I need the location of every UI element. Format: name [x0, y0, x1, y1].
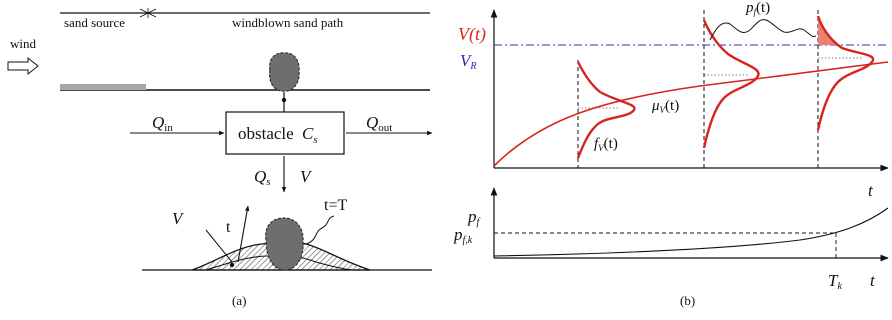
obstacle-buried-icon — [265, 217, 304, 271]
v-of-t-label: V(t) — [458, 24, 486, 45]
panel-a: sand source windblown sand path wind obs… — [7, 8, 433, 308]
f-v-label: fV(t) — [594, 136, 618, 153]
pfk-label: pf,k — [453, 225, 473, 246]
pf-of-t-label: pf(t) — [745, 0, 770, 17]
top-x-axis-label: t — [868, 181, 874, 200]
obstacle-label: obstacle Cs — [238, 124, 318, 146]
mu-v-label: μV(t) — [651, 98, 679, 115]
pf-axis-label: pf — [467, 207, 481, 228]
vr-label: VR — [460, 51, 477, 72]
v-arrow-label: V — [300, 167, 313, 186]
windblown-path-label: windblown sand path — [232, 15, 344, 30]
v-deposit-leader — [205, 229, 233, 263]
wind-arrow-icon — [7, 56, 39, 76]
q-in-label: Qin — [152, 113, 173, 134]
t-equals-t-leader — [305, 215, 335, 245]
caption-b: (b) — [680, 293, 695, 308]
t-label: t — [226, 219, 231, 236]
tk-label: Tk — [828, 271, 842, 292]
bottom-x-axis-label: t — [870, 271, 876, 290]
pf-curve — [493, 207, 889, 257]
distribution-2 — [702, 19, 760, 149]
panel-b: V(t) VR pf(t) μV(t) fV(t) t pf — [453, 0, 889, 308]
qs-label: Qs — [254, 167, 271, 188]
exceedance-area — [818, 16, 836, 45]
distribution-1 — [576, 61, 636, 159]
wind-label: wind — [10, 36, 37, 51]
sand-source-bar — [60, 84, 146, 90]
pf-wavy-connector — [709, 19, 817, 41]
q-out-label: Qout — [366, 113, 392, 134]
caption-a: (a) — [232, 293, 246, 308]
distribution-3 — [816, 15, 875, 131]
t-equals-t-label: t=T — [324, 197, 347, 214]
obstacle-shape-icon — [269, 52, 300, 92]
v-deposit-label: V — [172, 209, 185, 228]
mean-curve — [493, 61, 889, 167]
sand-source-label: sand source — [64, 15, 125, 30]
t-growth-arrow — [237, 205, 250, 263]
obstacle-box — [225, 111, 345, 155]
